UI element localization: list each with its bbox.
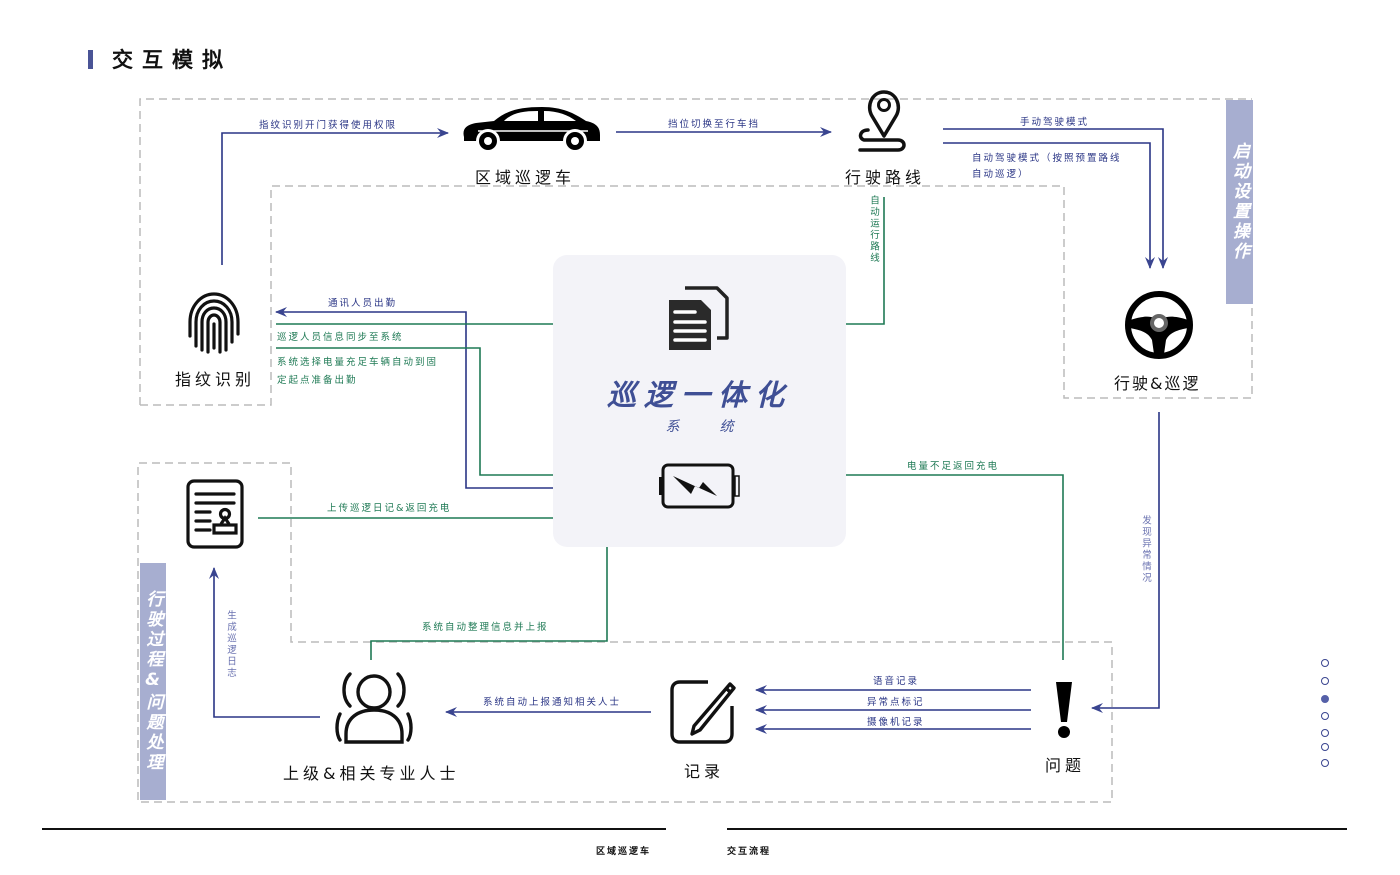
edge-staff-attendance (275, 307, 553, 489)
edge-auto-route (846, 197, 885, 325)
node-label-problem: 问题 (1045, 756, 1086, 775)
section-tab-start-setup: 启动设置操作 (1226, 100, 1253, 304)
edge-fingerprint-to-car (221, 128, 449, 265)
center-system-title: 巡逻一体化 (606, 378, 792, 412)
node-label-car: 区域巡逻车 (475, 168, 576, 187)
edge-label-auto-organize: 系统自动整理信息并上报 (422, 622, 549, 633)
edge-low-battery (846, 474, 1064, 660)
page-dot-6[interactable] (1321, 743, 1329, 751)
node-label-route: 行驶路线 (845, 168, 926, 187)
region-inner-dashed (140, 185, 1253, 406)
page-dot-2[interactable] (1321, 677, 1329, 685)
fingerprint-icon (184, 290, 244, 356)
footer-right-label: 交互流程 (727, 847, 772, 857)
edge-find-abnormal (1091, 412, 1160, 713)
edge-auto-mode (943, 142, 1155, 269)
page-dot-4[interactable] (1321, 712, 1329, 720)
person-icon (334, 668, 414, 744)
edge-label-notify-people: 系统自动上报通知相关人士 (483, 697, 622, 708)
title-accent-bar (88, 50, 93, 69)
node-label-fingerprint: 指纹识别 (175, 370, 256, 389)
edge-label-auto-mode-line1: 自动驾驶模式（按照预置路线 (972, 153, 1122, 164)
edge-auto-organize (370, 547, 608, 660)
page-dot-1[interactable] (1321, 659, 1329, 667)
edge-label-fingerprint-to-car: 指纹识别开门获得使用权限 (259, 120, 398, 131)
documents-icon (665, 284, 735, 352)
car-icon (458, 103, 604, 155)
edge-label-manual-mode: 手动驾驶模式 (1020, 117, 1090, 128)
edge-label-camera-record: 摄像机记录 (867, 717, 925, 728)
footer-divider-right (727, 828, 1347, 830)
document-stamp-icon (185, 478, 245, 550)
page-dot-5[interactable] (1321, 729, 1329, 737)
edge-label-upload-log: 上传巡逻日记&返回充电 (327, 503, 452, 514)
edge-label-auto-mode-line2: 自动巡逻） (972, 169, 1030, 180)
footer-divider-left (42, 828, 666, 830)
page-dot-3-active[interactable] (1321, 695, 1329, 703)
edge-label-voice-record: 语音记录 (873, 676, 920, 687)
edge-label-select-vehicle-line2: 定起点准备出勤 (277, 375, 358, 386)
center-system-subtitle: 系统 (665, 419, 774, 435)
steering-wheel-icon (1124, 290, 1194, 360)
edge-label-auto-route: 自动运行路线 (868, 195, 879, 264)
section-tab-driving-issue: 行驶过程&问题处理 (140, 563, 166, 800)
edge-label-mark-abnormal: 异常点标记 (867, 697, 925, 708)
edge-generate-log (209, 567, 320, 718)
edge-label-low-battery: 电量不足返回充电 (907, 461, 1000, 472)
map-pin-route-icon (852, 88, 912, 154)
footer-left-label: 区域巡逻车 (596, 847, 652, 857)
region-bottom-dashed (137, 462, 1113, 803)
battery-charging-icon (659, 462, 741, 510)
edge-label-staff-attendance: 通讯人员出勤 (328, 298, 398, 309)
edge-select-vehicle (276, 347, 553, 476)
node-label-record: 记录 (684, 762, 725, 781)
edge-label-select-vehicle-line1: 系统选择电量充足车辆自动到固 (277, 357, 439, 368)
edge-manual-mode (943, 128, 1168, 269)
node-label-steering: 行驶&巡逻 (1114, 374, 1201, 393)
exclamation-icon (1052, 680, 1076, 740)
edge-label-sync-info: 巡逻人员信息同步至系统 (277, 332, 404, 343)
edge-label-find-abnormal: 发现异常情况 (1140, 515, 1151, 584)
edit-note-icon (668, 678, 738, 744)
page-dot-7[interactable] (1321, 759, 1329, 767)
node-label-people: 上级&相关专业人士 (283, 764, 460, 783)
page-title: 交互模拟 (112, 48, 232, 72)
edge-label-car-to-route: 挡位切换至行车挡 (668, 119, 761, 130)
edge-label-generate-log: 生成巡逻日志 (225, 610, 236, 679)
